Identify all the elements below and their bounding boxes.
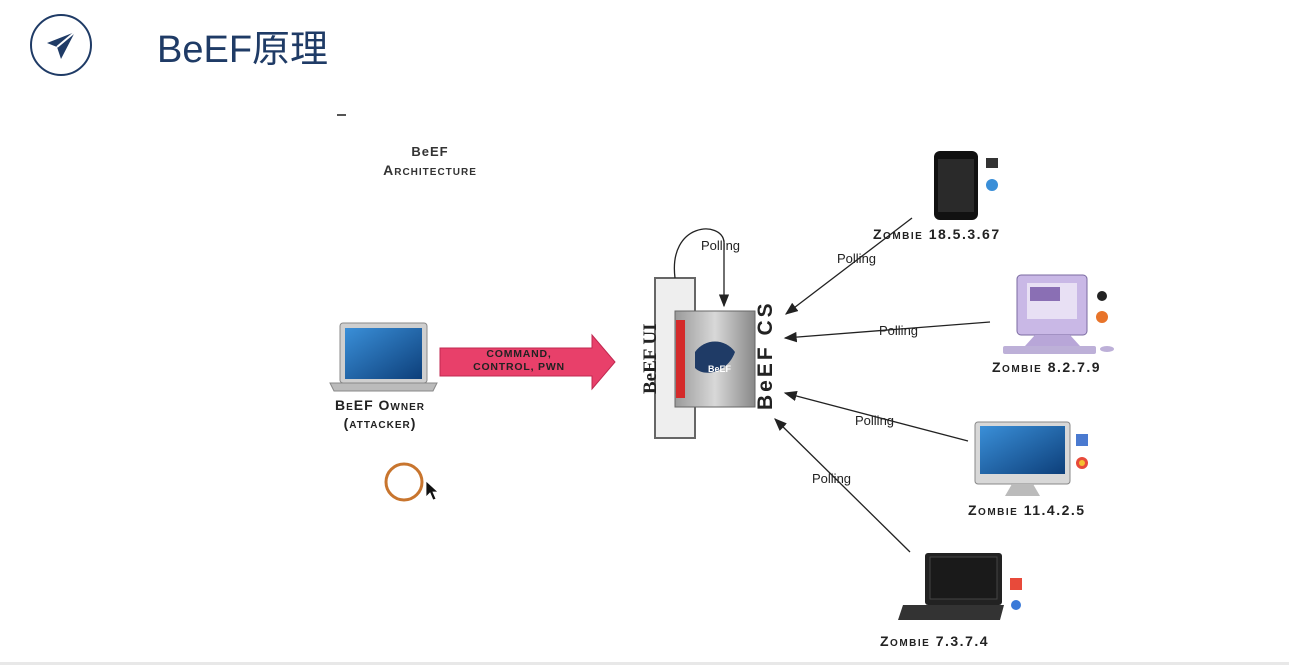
beef-ui-label: BeEF UI <box>640 323 661 394</box>
divider-mark <box>337 114 346 116</box>
owner-label: BeEF Owner (attacker) <box>310 396 450 432</box>
diagram-title: BeEF Architecture <box>360 143 500 179</box>
imac-icon <box>974 421 1088 496</box>
zombie-label-1: Zombie 18.5.3.67 <box>873 226 1001 242</box>
paper-plane-icon <box>47 31 76 59</box>
laptop-icon <box>898 553 1022 620</box>
command-arrow <box>439 333 616 391</box>
phone-icon <box>934 151 998 220</box>
polling-label-zombie-2: Polling <box>879 323 919 338</box>
command-label-line1: COMMAND, <box>486 348 552 360</box>
owner-label-line1: BeEF Owner <box>334 397 425 413</box>
polling-arrow-zombie-2 <box>783 321 991 343</box>
owner-laptop-icon <box>329 322 438 392</box>
polling-arrow-zombie-4 <box>774 418 911 553</box>
command-label: COMMAND, CONTROL, PWN <box>452 348 586 374</box>
zombie-label-4: Zombie 7.3.7.4 <box>880 633 990 649</box>
beef-cs-label: BeEF CS <box>754 300 777 410</box>
polling-label-zombie-4: Polling <box>812 471 852 486</box>
polling-label-zombie-1: Polling <box>837 251 877 266</box>
polling-arrow-zombie-1 <box>784 217 913 315</box>
command-label-line2: CONTROL, PWN <box>473 361 565 373</box>
zombie-label-2: Zombie 8.2.7.9 <box>992 359 1102 375</box>
svg-text:BeEF: BeEF <box>708 364 732 374</box>
cursor-highlight-ring <box>384 462 424 502</box>
beef-server-icon: BeEF <box>674 310 756 408</box>
logo-badge <box>30 14 92 76</box>
page-title: BeEF原理 <box>157 29 329 71</box>
polling-arrow-zombie-3 <box>783 390 969 442</box>
mouse-cursor-icon <box>425 480 440 501</box>
desktop-crt-icon <box>1003 274 1114 354</box>
polling-label-ui: Polling <box>701 238 741 253</box>
footer-divider <box>0 662 1289 665</box>
diagram-title-line1: BeEF <box>411 144 449 159</box>
zombie-label-3: Zombie 11.4.2.5 <box>968 502 1086 518</box>
diagram-title-line2: Architecture <box>383 162 477 178</box>
polling-label-zombie-3: Polling <box>855 413 895 428</box>
owner-label-line2: (attacker) <box>343 415 417 431</box>
ui-polling-loop <box>673 228 730 308</box>
